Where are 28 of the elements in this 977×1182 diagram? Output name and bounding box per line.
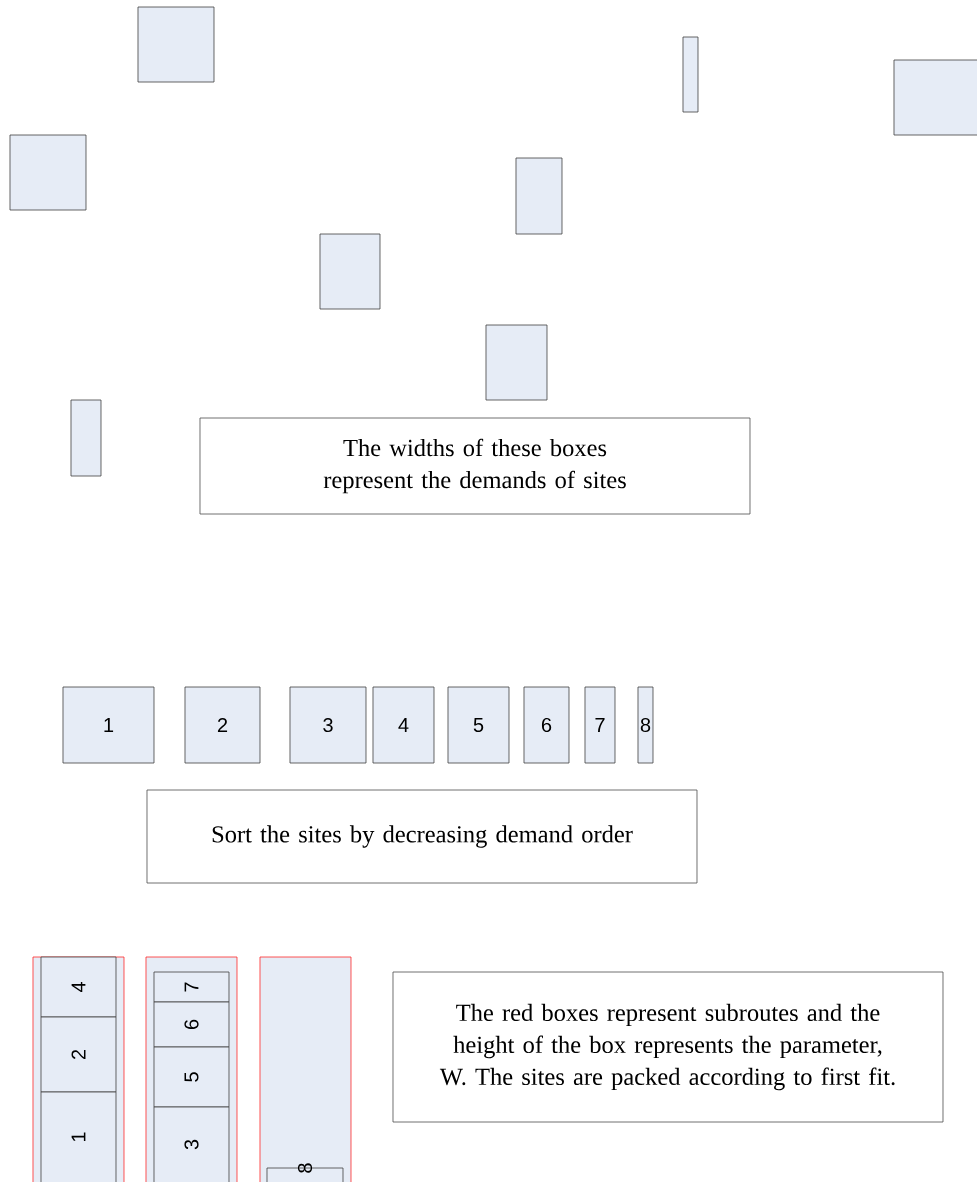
site-box: 1 (40, 1091, 117, 1182)
note-box: The red boxes represent subroutes and the height of the box represents the parameter, W. The sites are packed according to first fit. (392, 971, 944, 1123)
site-box: 8 (637, 686, 654, 764)
site-box: 5 (447, 686, 510, 764)
site-box: 4 (40, 956, 117, 1018)
note-box: The widths of these boxes represent the demands of sites (199, 417, 751, 515)
demand-box (137, 6, 215, 83)
site-box: 6 (153, 1001, 230, 1048)
site-box: 7 (153, 971, 230, 1003)
site-box: 2 (40, 1016, 117, 1093)
demand-box (682, 36, 699, 113)
demand-box (319, 233, 381, 310)
site-box: 5 (153, 1046, 230, 1108)
site-box: 1 (62, 686, 155, 764)
subroute-box (259, 956, 352, 1182)
demand-box (893, 59, 977, 136)
note-box: Sort the sites by decreasing demand order (146, 789, 698, 884)
site-box: 6 (523, 686, 570, 764)
demand-box (515, 157, 563, 235)
site-box: 7 (584, 686, 616, 764)
demand-box (70, 399, 102, 477)
site-box: 2 (184, 686, 261, 764)
site-box: 3 (153, 1106, 230, 1182)
site-box: 8 (266, 1163, 344, 1182)
demand-box (9, 134, 87, 211)
site-box: 3 (289, 686, 367, 764)
demand-box (485, 324, 548, 401)
site-box: 4 (372, 686, 435, 764)
